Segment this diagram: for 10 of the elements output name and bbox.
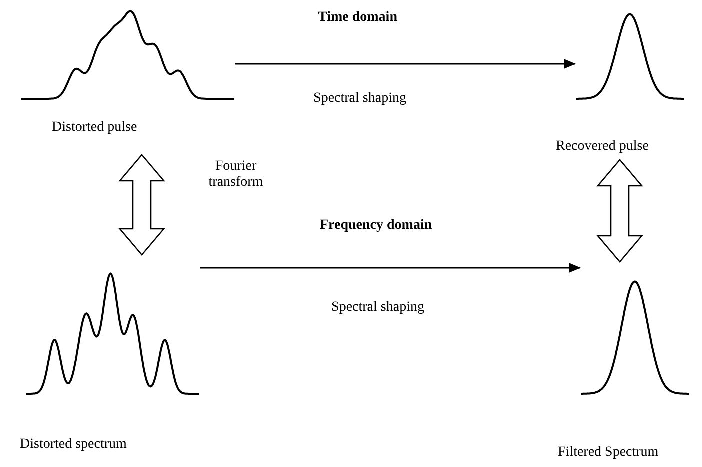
arrow — [235, 59, 576, 69]
domain-heading: Time domain — [318, 10, 398, 26]
node-label: Recovered pulse — [556, 139, 649, 155]
node-label: Distorted spectrum — [20, 437, 127, 453]
node-label: Filtered Spectrum — [558, 445, 659, 461]
node-label: Distorted pulse — [52, 120, 138, 136]
double-arrow — [596, 159, 644, 263]
domain-heading: Frequency domain — [320, 218, 432, 234]
arrow — [200, 263, 581, 273]
double-arrow — [118, 154, 166, 256]
